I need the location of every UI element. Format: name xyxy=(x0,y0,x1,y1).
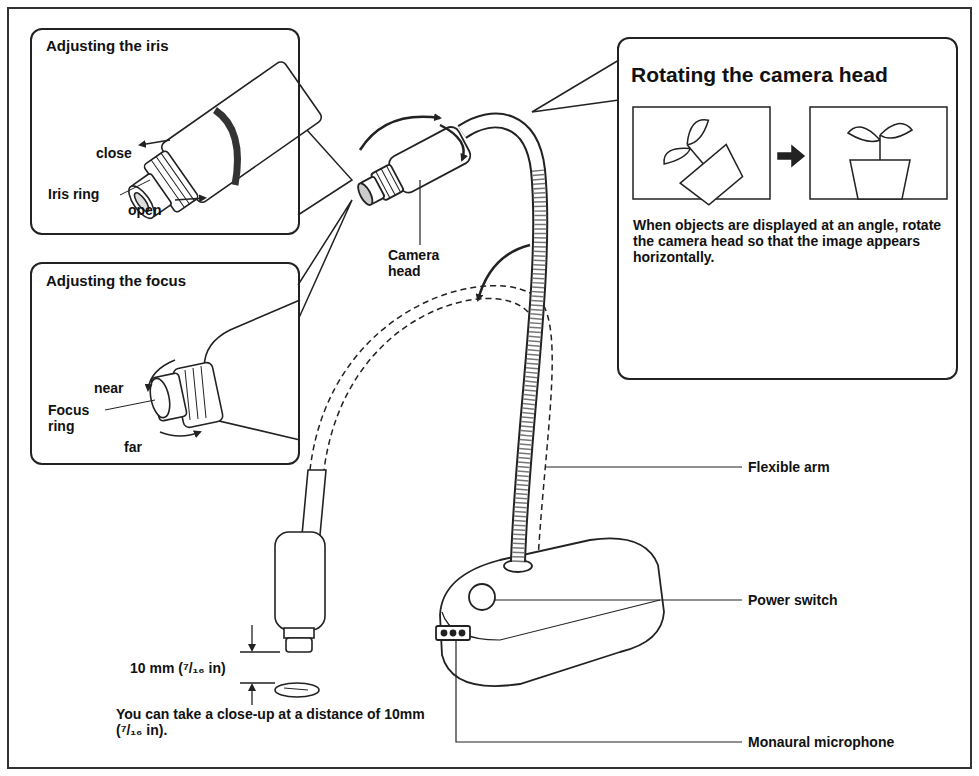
page-frame xyxy=(8,8,971,768)
flexible-arm xyxy=(462,121,540,562)
lowered-camera xyxy=(275,532,325,630)
part-label: Flexible arm xyxy=(748,459,948,475)
camera-base xyxy=(451,631,456,636)
lowered-camera xyxy=(286,638,312,652)
callout-box: Adjusting the focus nearFocus ring far xyxy=(30,262,300,465)
iris-ring-drawing xyxy=(140,140,170,145)
iris-ring-drawing xyxy=(114,60,323,237)
focus-ring-drawing xyxy=(147,377,173,420)
part-label: Iris ring xyxy=(48,186,128,202)
part-label: Monaural microphone xyxy=(748,734,968,750)
flexible-arm xyxy=(462,121,540,562)
lowered-camera xyxy=(284,628,314,638)
camera-base xyxy=(440,538,664,686)
motion-arrow xyxy=(478,245,530,300)
part-label: close xyxy=(96,145,156,161)
body-text: When objects are displayed at an angle, … xyxy=(633,217,947,265)
box-heading: Adjusting the iris xyxy=(46,38,266,54)
rotation-example xyxy=(778,146,804,166)
part-label: Focus ring xyxy=(48,402,100,434)
rotation-example xyxy=(657,115,728,183)
iris-ring-drawing xyxy=(120,180,150,195)
dimension-marks xyxy=(240,652,280,683)
camera-base xyxy=(460,631,465,636)
dimension-marks xyxy=(251,685,252,705)
leader-line xyxy=(546,466,742,467)
leader-line xyxy=(494,599,742,600)
rotation-example xyxy=(810,107,947,199)
motion-arrow xyxy=(360,117,440,150)
part-label: Power switch xyxy=(748,592,948,608)
part-label: near xyxy=(94,380,144,396)
camera-base xyxy=(436,626,470,640)
callout-pointer xyxy=(298,60,619,320)
camera-base xyxy=(442,631,447,636)
rotation-example xyxy=(633,107,947,210)
focus-ring-drawing xyxy=(160,432,200,436)
rotation-example xyxy=(848,124,912,160)
lowered-camera xyxy=(302,470,326,535)
dimension-label: 10 mm (⁷/₁₆ in) xyxy=(130,660,260,676)
flexible-arm xyxy=(462,121,540,562)
part-label: far xyxy=(124,439,164,455)
focus-ring-drawing xyxy=(185,366,206,420)
camera-base xyxy=(469,584,495,610)
rotation-example xyxy=(657,115,750,210)
iris-ring-drawing xyxy=(114,60,323,237)
lowered-camera xyxy=(284,688,308,690)
lowered-camera xyxy=(275,683,319,697)
lowered-camera xyxy=(275,470,326,697)
motion-arrow xyxy=(360,117,530,300)
box-heading: Rotating the camera head xyxy=(631,63,951,87)
dimension-marks xyxy=(251,625,252,650)
camera-head xyxy=(355,181,375,207)
camera-base xyxy=(436,538,664,686)
leader-line xyxy=(419,180,420,245)
callout-pointer xyxy=(298,200,352,320)
iris-ring-drawing xyxy=(175,198,205,200)
iris-ring-drawing xyxy=(215,110,238,185)
callout-box: Rotating the camera headWhen objects are… xyxy=(617,37,958,380)
focus-ring-drawing xyxy=(105,300,300,440)
part-label: open xyxy=(128,202,188,218)
dimension-marks xyxy=(240,625,280,705)
callout-pointer xyxy=(298,120,352,215)
rotation-example xyxy=(850,160,910,199)
motion-arrow xyxy=(440,125,464,160)
lowered-arm-outline xyxy=(324,299,537,560)
callout-pointer xyxy=(532,60,619,112)
flexible-arm xyxy=(518,170,540,562)
focus-ring-drawing xyxy=(148,360,175,390)
box-heading: Adjusting the focus xyxy=(46,273,266,289)
leader-line xyxy=(456,640,742,742)
rotation-example xyxy=(680,145,748,210)
part-label: Camera head xyxy=(388,247,454,279)
caption-note: You can take a close-up at a distance of… xyxy=(116,706,426,738)
focus-ring-drawing xyxy=(105,400,155,410)
callout-box: Adjusting the iris closeIris ringopen xyxy=(30,28,300,235)
